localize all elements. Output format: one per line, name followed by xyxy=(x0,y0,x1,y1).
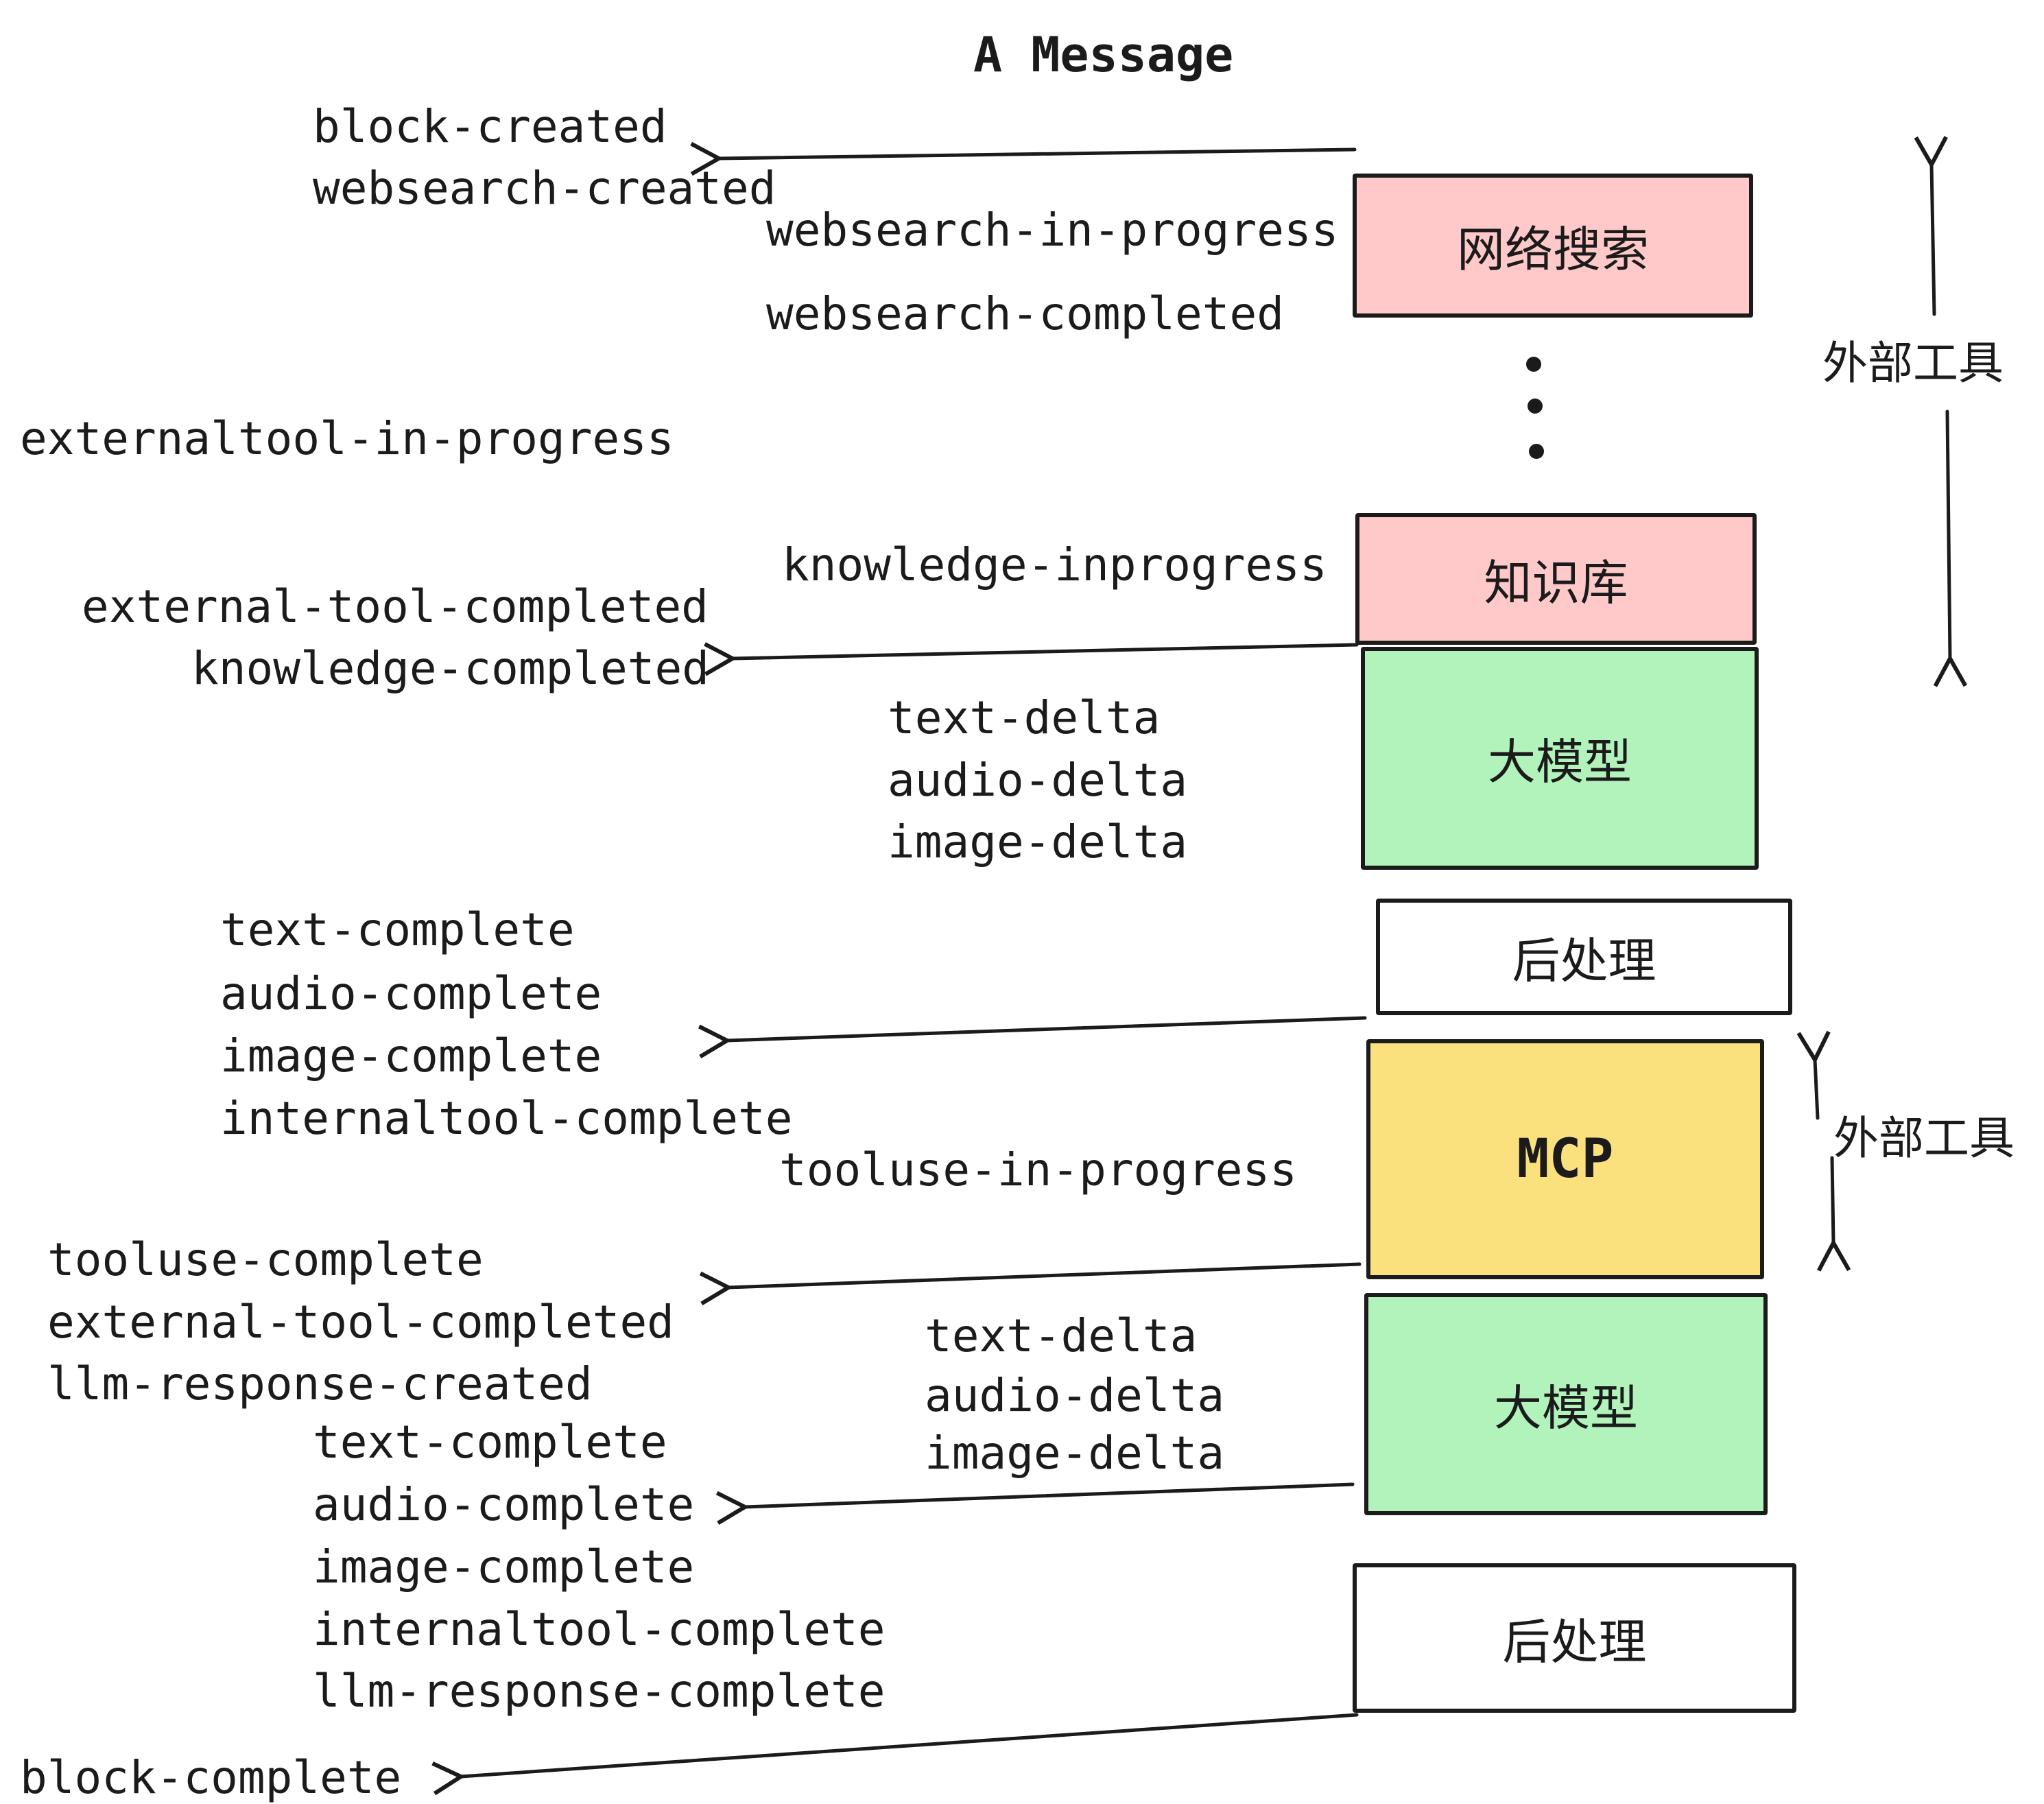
event-label-image-complete-1: image-complete xyxy=(220,1030,602,1082)
node-postprocess-2-label: 后处理 xyxy=(1502,1613,1647,1670)
event-label-audio-delta-2: audio-delta xyxy=(925,1369,1225,1422)
node-knowledge-label: 知识库 xyxy=(1484,554,1628,611)
event-label-image-complete-2: image-complete xyxy=(313,1541,695,1593)
arrow-block-created xyxy=(719,150,1357,158)
event-label-websearch-created: websearch-created xyxy=(313,162,776,215)
arrow-external-tools-up-1 xyxy=(1932,165,1934,316)
event-label-websearch-in-progress: websearch-in-progress xyxy=(766,204,1339,257)
event-label-knowledge-inprogress: knowledge-inprogress xyxy=(782,538,1327,591)
event-label-externaltool-in-progress: externaltool-in-progress xyxy=(20,412,674,465)
event-label-llm-response-complete: llm-response-complete xyxy=(313,1665,886,1718)
node-websearch: 网络搜索 xyxy=(1353,174,1753,318)
arrow-tooluse-complete xyxy=(728,1262,1362,1287)
event-label-llm-response-created: llm-response-created xyxy=(47,1357,593,1410)
arrow-external-tools-down-2 xyxy=(1832,1156,1833,1243)
node-postprocess-2: 后处理 xyxy=(1353,1563,1796,1713)
node-llm-2: 大模型 xyxy=(1364,1293,1768,1515)
event-label-image-delta-2: image-delta xyxy=(925,1427,1225,1480)
event-label-external-tool-completed-2: external-tool-completed xyxy=(47,1296,674,1349)
event-label-external-tool-completed: external-tool-completed xyxy=(82,580,709,633)
external-tools-label-2: 外部工具 xyxy=(1833,1112,2015,1165)
node-websearch-label: 网络搜索 xyxy=(1457,221,1649,278)
event-label-text-delta-2: text-delta xyxy=(925,1309,1198,1362)
node-postprocess-1-label: 后处理 xyxy=(1512,932,1656,989)
event-label-tooluse-in-progress: tooluse-in-progress xyxy=(779,1143,1297,1196)
ellipsis-dot xyxy=(1526,357,1541,372)
event-label-text-complete-2: text-complete xyxy=(313,1416,667,1469)
event-label-tooluse-complete: tooluse-complete xyxy=(47,1233,484,1286)
event-label-knowledge-completed: knowledge-completed xyxy=(191,642,709,695)
node-mcp-label: MCP xyxy=(1517,1128,1614,1190)
arrow-image-complete xyxy=(727,1016,1367,1041)
arrow-block-complete xyxy=(461,1713,1359,1777)
event-label-image-delta-1: image-delta xyxy=(888,816,1188,868)
arrow-audio-complete xyxy=(745,1482,1355,1507)
node-llm-1: 大模型 xyxy=(1361,647,1759,870)
event-label-block-complete: block-complete xyxy=(20,1751,402,1804)
arrow-external-tools-down-1 xyxy=(1947,410,1950,658)
event-label-websearch-completed: websearch-completed xyxy=(766,287,1284,340)
event-label-block-created: block-created xyxy=(313,100,667,153)
event-label-text-delta-1: text-delta xyxy=(888,691,1161,744)
node-knowledge: 知识库 xyxy=(1355,513,1757,645)
ellipsis-dot xyxy=(1529,444,1544,459)
arrow-external-tools-up-2 xyxy=(1815,1060,1818,1120)
node-mcp: MCP xyxy=(1366,1039,1764,1279)
event-label-internaltool-complete-2: internaltool-complete xyxy=(313,1603,886,1656)
node-llm-2-label: 大模型 xyxy=(1494,1379,1638,1436)
diagram-title: A Message xyxy=(973,27,1234,83)
event-label-audio-complete-1: audio-complete xyxy=(220,967,602,1020)
event-label-audio-delta-1: audio-delta xyxy=(888,754,1188,807)
arrow-knowledge-completed xyxy=(733,645,1359,658)
event-label-text-complete-1: text-complete xyxy=(220,903,575,956)
event-label-internaltool-complete-1: internaltool-complete xyxy=(220,1092,793,1145)
external-tools-label-1: 外部工具 xyxy=(1822,337,2004,390)
node-postprocess-1: 后处理 xyxy=(1376,899,1792,1015)
event-label-audio-complete-2: audio-complete xyxy=(313,1478,695,1531)
ellipsis-dot xyxy=(1528,399,1543,414)
node-llm-1-label: 大模型 xyxy=(1488,734,1632,790)
